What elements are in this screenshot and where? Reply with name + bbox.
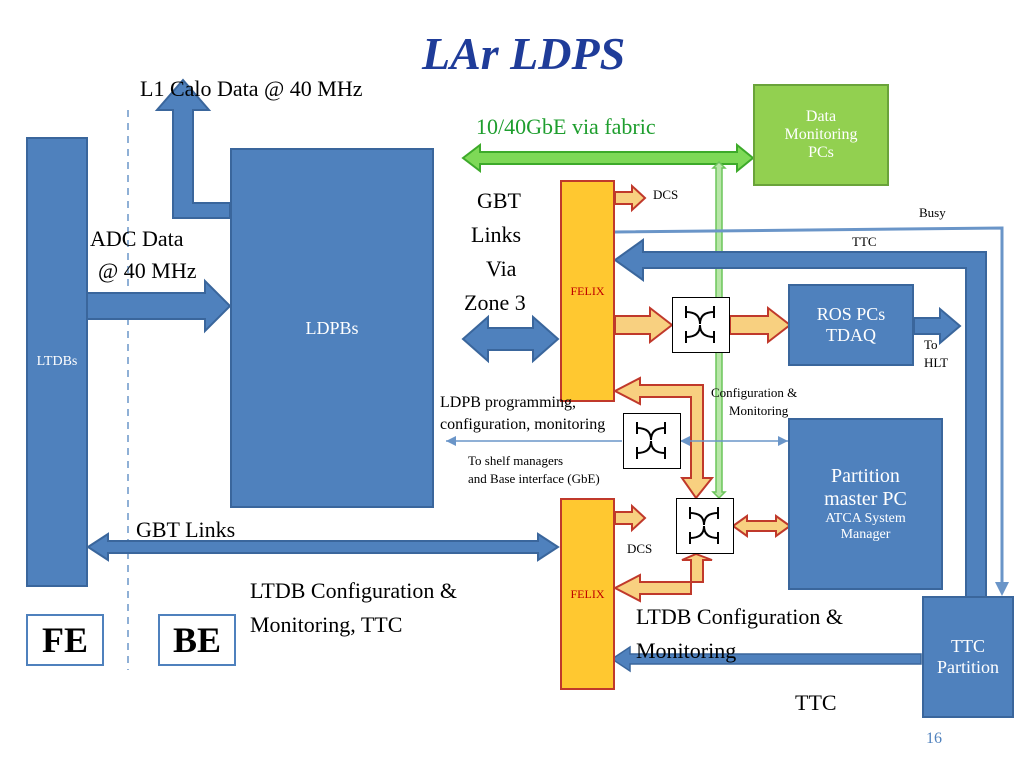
switch-to-ros-arrow — [729, 305, 792, 345]
be-label: BE — [172, 620, 222, 660]
gbt-via-line2: Links — [471, 222, 522, 247]
felix-to-switch-arrow — [614, 305, 674, 345]
gbt-links-arrow — [86, 532, 560, 562]
dcs-bottom-label: DCS — [627, 541, 653, 556]
page-number: 16 — [926, 730, 942, 747]
switch-partition-arrow — [731, 514, 792, 538]
partition-line2: master PC — [824, 488, 907, 510]
ltdb-cfg-right-line2: Monitoring — [636, 638, 737, 663]
data-monitoring-line1: Data — [805, 108, 837, 125]
data-monitoring-line2: Monitoring — [784, 126, 858, 143]
ltdb-cfg-left-line1: LTDB Configuration & — [250, 578, 457, 603]
ltdbs-label: LTDBs — [36, 354, 78, 369]
ros-line2: TDAQ — [826, 325, 876, 345]
shelf-line2: and Base interface (GbE) — [468, 471, 600, 486]
ldpbs-block: LDPBs — [230, 148, 434, 508]
l1calo-arrow — [154, 78, 231, 219]
ttc-partition-block: TTC Partition — [922, 596, 1014, 718]
felix-top-label: FELIX — [570, 283, 605, 298]
to-hlt-line1: To — [924, 337, 938, 352]
busy-line — [614, 226, 1004, 585]
switch-icon-felix-ros — [672, 297, 730, 353]
adc-label-line1: ADC Data — [90, 226, 184, 251]
ltdb-cfg-left-line2: Monitoring, TTC — [250, 612, 403, 637]
config-top-arrow — [612, 376, 715, 500]
config-mon-line2: Monitoring — [729, 403, 789, 418]
felix-bottom-block: FELIX — [560, 498, 615, 690]
gbt-via-line1: GBT — [477, 188, 521, 213]
busy-arrowhead — [995, 582, 1009, 596]
config-mon-line1: Configuration & — [711, 385, 798, 400]
ttc-top-arrow — [613, 238, 987, 598]
to-hlt-arrow — [913, 306, 962, 346]
switch-icon-shelf — [623, 413, 681, 469]
felix-top-block: FELIX — [560, 180, 615, 402]
partition-line4: Manager — [840, 527, 891, 542]
gbt-via-line3: Via — [486, 256, 517, 281]
switch-glyph-icon — [689, 507, 719, 544]
shelf-line-right-head-left — [680, 436, 690, 446]
fabric-arrow — [461, 142, 755, 174]
ldpb-prog-line2: configuration, monitoring — [440, 416, 606, 433]
fe-label: FE — [41, 620, 88, 660]
zone3-gbt-arrow — [461, 314, 560, 364]
ltdb-cfg-right-line1: LTDB Configuration & — [636, 604, 843, 629]
ros-block: ROS PCs TDAQ — [788, 284, 914, 366]
l1calo-label: L1 Calo Data @ 40 MHz — [140, 76, 363, 101]
gbt-links-label: GBT Links — [136, 517, 236, 542]
partition-master-block: Partition master PC ATCA System Manager — [788, 418, 943, 590]
ttc-bottom-arrow — [610, 645, 922, 673]
partition-line3: ATCA System — [825, 511, 906, 526]
dcs-top-label: DCS — [653, 187, 679, 202]
be-box: BE — [158, 614, 236, 666]
data-monitoring-block: Data Monitoring PCs — [753, 84, 889, 186]
ldpbs-label: LDPBs — [305, 317, 359, 338]
ros-line1: ROS PCs — [816, 304, 886, 324]
switch-glyph-icon — [685, 306, 715, 343]
slide-title: LAr LDPS — [422, 28, 626, 79]
fabric-label: 10/40GbE via fabric — [476, 114, 656, 139]
ttc-partition-line2: Partition — [937, 657, 999, 677]
to-hlt-line2: HLT — [924, 355, 949, 370]
dcs-bottom-arrow — [614, 503, 647, 533]
shelf-line1: To shelf managers — [468, 453, 564, 468]
shelf-line-left-head — [446, 436, 456, 446]
dcs-top-arrow — [614, 183, 647, 213]
ldpb-prog-line1: LDPB programming, — [440, 394, 576, 411]
shelf-line-right-head-right — [778, 436, 788, 446]
ltdbs-block: LTDBs — [26, 137, 88, 587]
adc-label-line2: @ 40 MHz — [98, 258, 197, 283]
config-bottom-arrow — [612, 552, 713, 603]
busy-label: Busy — [919, 205, 946, 220]
ttc-top-label: TTC — [852, 234, 877, 249]
gbt-via-line4: Zone 3 — [464, 290, 526, 315]
partition-line1: Partition — [831, 465, 900, 487]
switch-glyph-icon — [636, 422, 666, 459]
ttc-partition-line1: TTC — [951, 636, 985, 656]
ttc-bottom-label: TTC — [795, 690, 837, 715]
switch-icon-config — [676, 498, 734, 554]
data-monitoring-line3: PCs — [808, 144, 834, 161]
adc-data-arrow — [85, 278, 232, 334]
fe-box: FE — [26, 614, 104, 666]
felix-bottom-label: FELIX — [570, 586, 605, 601]
